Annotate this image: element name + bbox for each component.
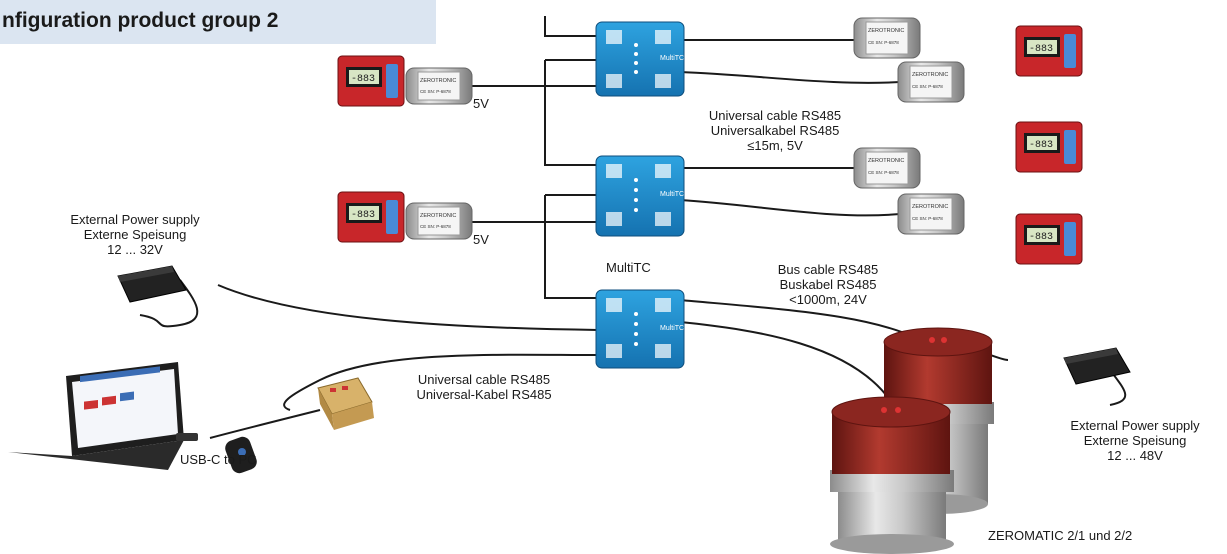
svg-text:CE SN: P-6878: CE SN: P-6878 (912, 216, 943, 221)
svg-text:CE SN: P-6878: CE SN: P-6878 (912, 84, 943, 89)
label-zeromatic: ZEROMATIC 2/1 und 2/2 (988, 528, 1133, 543)
svg-text:-883: -883 (351, 74, 375, 85)
label-5v-top: 5V (473, 96, 489, 111)
svg-text:-883: -883 (1029, 232, 1053, 243)
svg-text:ZEROTRONIC: ZEROTRONIC (912, 72, 948, 78)
label-usb-c: USB-C to PC (180, 452, 257, 467)
zerotronic-sensor-2: ZEROTRONIC CE SN: P-6878 (897, 61, 965, 103)
multitc-logo: MultiTC (660, 325, 684, 332)
label-multitc: MultiTC (606, 260, 651, 275)
label-universal-cable-bottom: Universal cable RS485 Universal-Kabel RS… (416, 372, 552, 402)
svg-text:ZEROTRONIC: ZEROTRONIC (868, 158, 904, 164)
inclinometer-left-top: -883 (337, 55, 405, 107)
inclinometer-right-1: -883 (1015, 25, 1083, 77)
zeromatic-unit-front (830, 396, 954, 554)
laptop (8, 362, 184, 470)
remote-fob (225, 436, 257, 474)
svg-text:CE SN: P-6878: CE SN: P-6878 (420, 89, 451, 94)
multitc-unit-2: MultiTC (595, 155, 685, 237)
svg-text:-883: -883 (1029, 44, 1053, 55)
svg-text:CE SN: P-6878: CE SN: P-6878 (868, 40, 899, 45)
svg-text:CE SN: P-6878: CE SN: P-6878 (420, 224, 451, 229)
svg-text:-883: -883 (1029, 140, 1053, 151)
diagram-title: nfiguration product group 2 (2, 9, 279, 32)
multitc-logo: MultiTC (660, 55, 684, 62)
svg-text:ZEROTRONIC: ZEROTRONIC (868, 28, 904, 34)
label-bus-cable: Bus cable RS485 Buskabel RS485 <1000m, 2… (777, 262, 879, 307)
zerotronic-sensor-5: ZEROTRONIC CE SN: P-6878 (405, 67, 473, 105)
zerotronic-sensor-4: ZEROTRONIC CE SN: P-6878 (897, 193, 965, 235)
label-5v-mid: 5V (473, 232, 489, 247)
zerotronic-sensor-6: ZEROTRONIC CE SN: P-6878 (405, 202, 473, 240)
label-universal-cable-top: Universal cable RS485 Universalkabel RS4… (708, 108, 842, 153)
svg-text:ZEROTRONIC: ZEROTRONIC (420, 78, 456, 84)
usb-c-plug (176, 433, 198, 441)
usb-converter (317, 377, 374, 430)
multitc-logo: MultiTC (660, 191, 684, 198)
inclinometer-right-3: -883 (1015, 213, 1083, 265)
zerotronic-sensor-1: ZEROTRONIC CE SN: P-6878 (853, 17, 921, 59)
svg-text:-883: -883 (351, 210, 375, 221)
inclinometer-right-2: -883 (1015, 121, 1083, 173)
zerotronic-sensor-3: ZEROTRONIC CE SN: P-6878 (853, 147, 921, 189)
multitc-unit-1: MultiTC (595, 21, 685, 97)
label-external-power-left: External Power supply Externe Speisung 1… (70, 212, 200, 257)
svg-text:CE SN: P-6878: CE SN: P-6878 (868, 170, 899, 175)
svg-text:ZEROTRONIC: ZEROTRONIC (912, 204, 948, 210)
multitc-unit-3: MultiTC (595, 289, 685, 369)
inclinometer-left-mid: -883 (337, 191, 405, 243)
svg-text:ZEROTRONIC: ZEROTRONIC (420, 213, 456, 219)
label-external-power-right: External Power supply Externe Speisung 1… (1070, 418, 1200, 463)
power-supply-right (1063, 347, 1131, 385)
power-supply-left (117, 265, 187, 303)
title-banner: nfiguration product group 2 (0, 0, 436, 44)
